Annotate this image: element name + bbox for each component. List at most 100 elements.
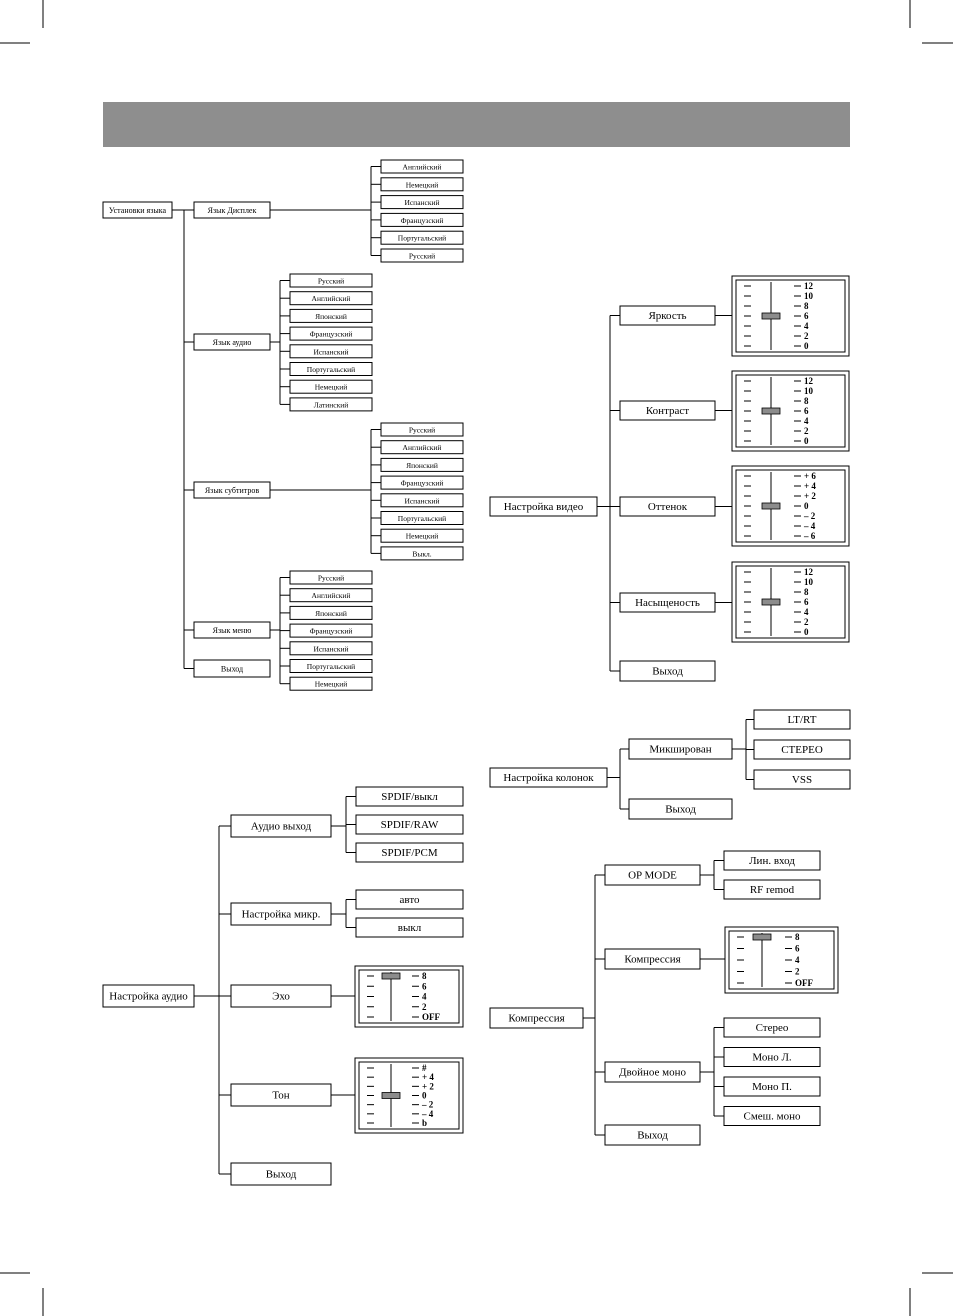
compression-item-box: Компрессия xyxy=(604,948,701,970)
op-mode-option-box-label: Лин. вход xyxy=(749,855,795,867)
section-header-bar xyxy=(103,102,850,147)
speaker-exit-box: Выход xyxy=(628,798,733,820)
echo-slider-panel-tick-label: OFF xyxy=(422,1012,440,1022)
compression-slider-panel-tick-label: 2 xyxy=(795,967,800,977)
audio-output-option-box-label: SPDIF/выкл xyxy=(381,791,438,803)
subtitle-option-box: Выкл. xyxy=(380,546,464,561)
video-slider-panel-tick-label: 4 xyxy=(804,607,809,617)
video-slider-panel-tick-label: 8 xyxy=(804,301,809,311)
display-option-box: Английский xyxy=(380,159,464,174)
display-option-box-label: Английский xyxy=(403,163,442,172)
mix-option-box: VSS xyxy=(753,769,851,790)
audio-language-box: Язык аудио xyxy=(193,333,271,351)
audio-option-box: Французский xyxy=(289,326,373,341)
mix-option-box: СТЕРЕО xyxy=(753,739,851,760)
tone-slider-panel-tick-label: – 2 xyxy=(421,1100,434,1110)
video-slider-panel-tick-label: 8 xyxy=(804,396,809,406)
tone-slider-panel-tick-label: + 4 xyxy=(422,1072,434,1082)
op-mode-option-box: Лин. вход xyxy=(723,850,821,871)
dual-mono-option-box: Моно П. xyxy=(723,1076,821,1097)
tone-slider-panel-knob xyxy=(381,1092,401,1099)
echo-slider-panel-knob xyxy=(381,972,401,980)
video-slider-panel-tick-label: – 6 xyxy=(803,531,816,541)
menu-option-box-label: Немецкий xyxy=(315,680,348,689)
audio-output-option-box: SPDIF/PCM xyxy=(355,842,464,863)
menu-language-box: Язык меню xyxy=(193,621,271,639)
menu-option-box-label: Японский xyxy=(315,609,347,618)
subtitle-option-box-label: Английский xyxy=(403,443,442,452)
echo-slider-panel-tick-label: 6 xyxy=(422,981,427,991)
subtitle-option-box-label: Немецкий xyxy=(406,532,439,541)
video-slider-panel-knob xyxy=(761,407,781,415)
display-option-box: Немецкий xyxy=(380,177,464,192)
video-slider-panel-tick-label: 10 xyxy=(804,386,814,396)
video-slider-panel-tick-label: – 2 xyxy=(803,511,816,521)
op-mode-box-label: OP MODE xyxy=(628,870,677,882)
display-option-box-label: Португальский xyxy=(398,234,446,243)
subtitle-option-box-label: Выкл. xyxy=(412,549,431,558)
subtitle-option-box: Английский xyxy=(380,440,464,455)
audio-option-box-label: Испанский xyxy=(313,347,348,356)
video-slider-panel-tick-label: 10 xyxy=(804,291,814,301)
mic-settings-box: Настройка микр. xyxy=(230,902,332,926)
tone-slider-panel-tick-label: b xyxy=(422,1118,427,1128)
video-slider-panel-knob xyxy=(761,502,781,510)
audio-option-box: Английский xyxy=(289,291,373,306)
subtitle-language-box: Язык субтитров xyxy=(193,481,271,499)
tone-slider-panel-tick-label: – 4 xyxy=(421,1109,434,1119)
op-mode-option-box-label: RF remod xyxy=(750,884,795,896)
compression-slider-panel-tick-label: 4 xyxy=(795,955,800,965)
video-slider-panel-tick-label: 0 xyxy=(804,501,809,511)
display-option-box: Французский xyxy=(380,212,464,227)
subtitle-option-box: Русский xyxy=(380,422,464,437)
menu-option-box-label: Испанский xyxy=(313,644,348,653)
dual-mono-option-box-label: Смеш. моно xyxy=(744,1111,801,1123)
menu-option-box-label: Русский xyxy=(318,574,344,583)
video-item-box-label: Насыщеность xyxy=(635,597,700,609)
video-item-box-label: Оттенок xyxy=(648,501,688,513)
dual-mono-box: Двойное моно xyxy=(604,1061,701,1083)
display-option-box: Португальский xyxy=(380,230,464,245)
subtitle-language-box-label: Язык субтитров xyxy=(205,486,260,495)
display-option-box-label: Французский xyxy=(401,216,444,225)
video-item-box-label: Яркость xyxy=(648,310,686,322)
video-slider-panel-tick-label: – 4 xyxy=(803,521,816,531)
video-slider-panel-tick-label: 0 xyxy=(804,341,809,351)
menu-option-box: Португальский xyxy=(289,659,373,673)
audio-output-option-box-label: SPDIF/PCM xyxy=(381,847,437,859)
compression-exit-box-label: Выход xyxy=(637,1130,668,1142)
mic-option-box: авто xyxy=(355,889,464,910)
dual-mono-option-box: Моно Л. xyxy=(723,1047,821,1067)
audio-root-box-label: Настройка аудио xyxy=(109,991,188,1003)
menu-option-box-label: Английский xyxy=(312,591,351,600)
compression-root-box: Компрессия xyxy=(489,1007,584,1029)
menu-option-box: Немецкий xyxy=(289,676,373,691)
mix-option-box: LT/RT xyxy=(753,709,851,730)
audio-exit-box-label: Выход xyxy=(266,1169,297,1181)
audio-output-box: Аудио выход xyxy=(230,814,332,838)
dual-mono-option-box-label: Моно Л. xyxy=(752,1052,792,1064)
audio-language-box-label: Язык аудио xyxy=(213,338,252,347)
compression-slider-panel-tick-label: OFF xyxy=(795,978,813,988)
video-slider-panel-tick-label: 12 xyxy=(804,376,814,386)
audio-option-box-label: Русский xyxy=(318,277,344,286)
tone-slider-panel-tick-label: + 2 xyxy=(422,1081,434,1091)
video-slider-panel-tick-label: 2 xyxy=(804,617,809,627)
language-root-box-label: Установки языка xyxy=(109,206,167,215)
audio-option-box-label: Немецкий xyxy=(315,383,348,392)
video-slider-panel-tick-label: + 6 xyxy=(804,471,816,481)
menu-option-box-label: Французский xyxy=(310,627,353,636)
compression-item-box-label: Компрессия xyxy=(624,954,680,966)
tone-slider-panel-tick-label: 0 xyxy=(422,1091,427,1101)
audio-option-box-label: Французский xyxy=(310,330,353,339)
mix-option-box-label: LT/RT xyxy=(788,714,817,726)
video-item-box-label: Контраст xyxy=(646,405,689,417)
tone-slider-panel: #+ 4+ 20– 2– 4b xyxy=(354,1057,464,1134)
menu-option-box: Японский xyxy=(289,605,373,620)
op-mode-box: OP MODE xyxy=(604,864,701,886)
